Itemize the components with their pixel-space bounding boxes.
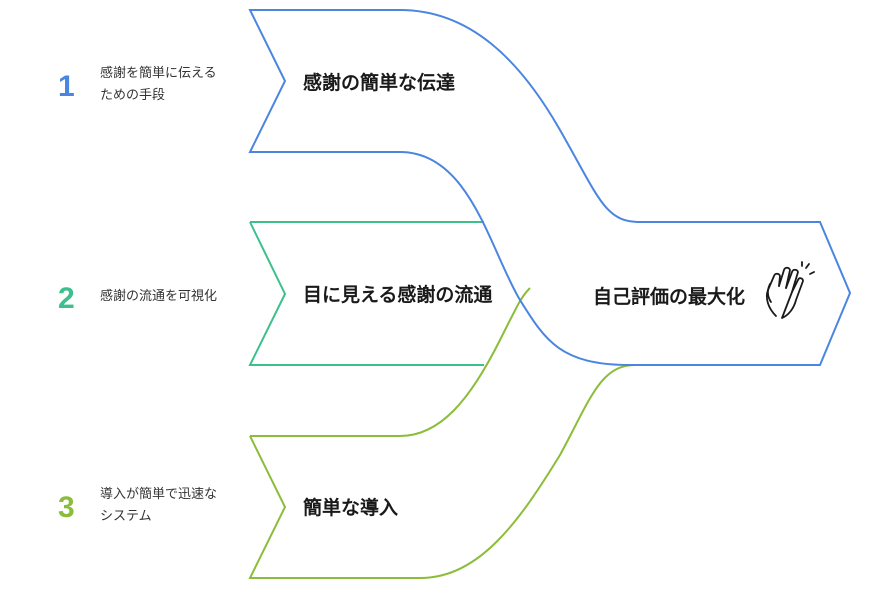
flow-label-1: 感謝の簡単な伝達 (303, 71, 455, 94)
step-number-3: 3 (58, 491, 75, 524)
flow-band-visible-flow (248, 221, 484, 366)
flow-label-3: 簡単な導入 (303, 496, 398, 519)
flow-band-simple-introduction (248, 287, 636, 579)
step-1-description-line-2: ための手段 (100, 88, 165, 103)
step-number-2: 2 (58, 282, 75, 315)
step-1-description-line-1: 感謝を簡単に伝える (100, 65, 217, 81)
step-3-description-line-2: システム (100, 509, 152, 524)
step-number-1: 1 (58, 70, 75, 103)
step-2-description-line-1: 感謝の流通を可視化 (100, 288, 217, 304)
flow-label-2: 目に見える感謝の流通 (303, 283, 493, 306)
flow-band-simple-transmission (248, 9, 852, 366)
step-3-description-line-1: 導入が簡単で迅速な (100, 486, 217, 502)
result-label: 自己評価の最大化 (593, 285, 745, 308)
clapping-hands-icon (765, 261, 815, 319)
